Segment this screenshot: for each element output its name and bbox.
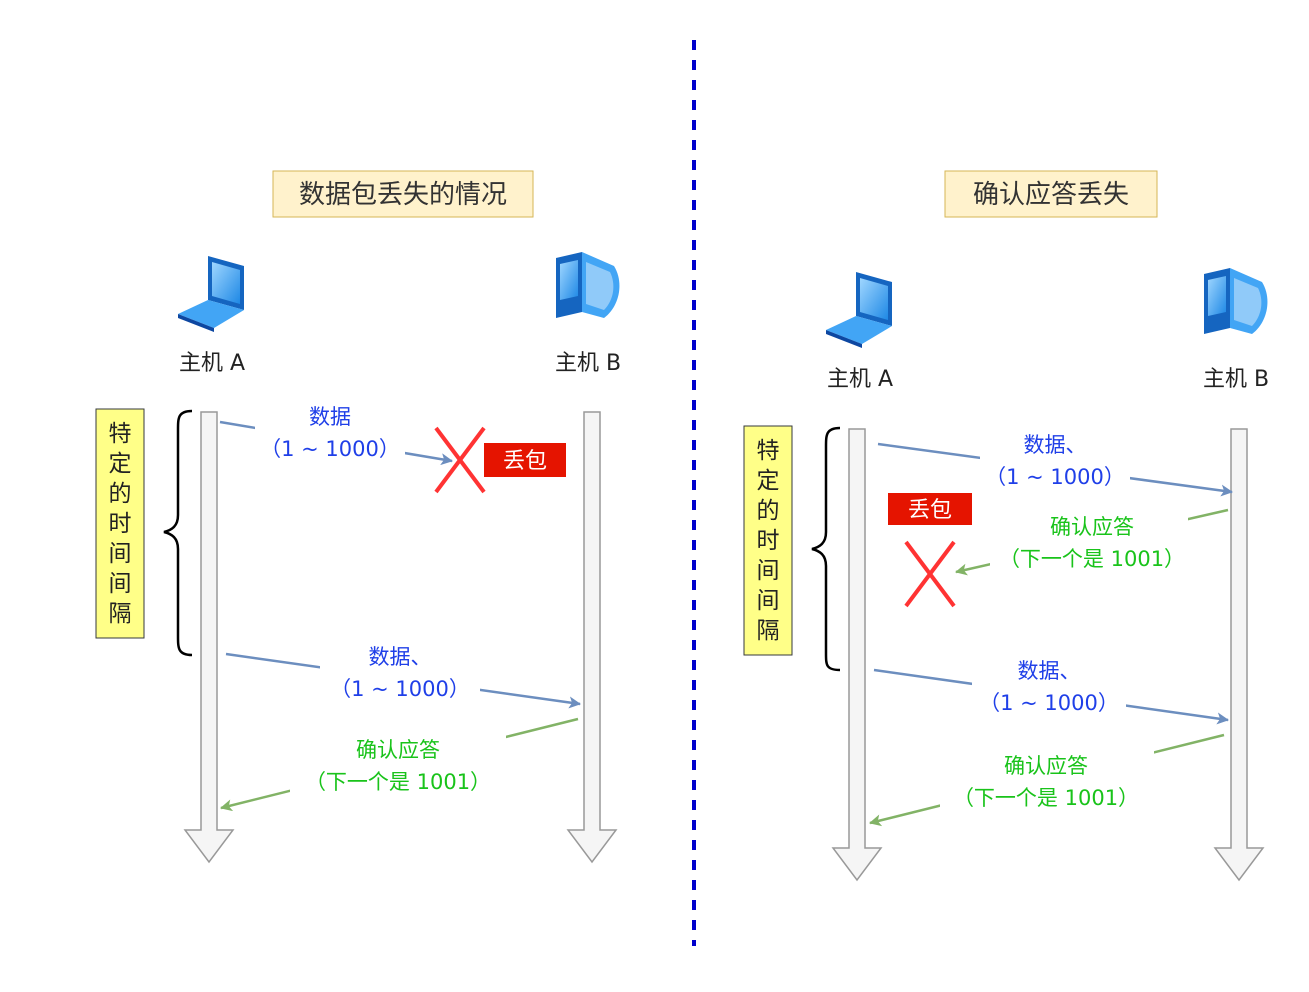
left-packet1-label: （1 ~ 1000） xyxy=(260,437,400,461)
left-host-b-label: 主机 B xyxy=(555,351,621,376)
left-packet1-label: 数据 xyxy=(309,405,351,429)
left-lost-x-icon xyxy=(434,426,486,494)
left-packet1-label-bg xyxy=(255,404,405,462)
right-interval-char: 特 xyxy=(757,438,780,464)
desktop-computer-icon xyxy=(556,252,620,318)
right-lost-x-icon xyxy=(904,540,956,608)
left-packet2-label: （1 ~ 1000） xyxy=(330,677,470,701)
left-loss-label: 丢包 xyxy=(503,449,547,474)
left-ack-label: （下一个是 1001） xyxy=(305,770,491,794)
laptop-icon xyxy=(178,256,244,332)
left-packet2-label: 数据、 xyxy=(369,645,432,669)
left-packet2-label-bg xyxy=(320,642,480,704)
right-interval-char: 时 xyxy=(757,528,780,554)
right-ack1-label: 确认应答 xyxy=(1050,515,1134,539)
right-interval-char: 的 xyxy=(757,498,780,524)
right-interval-char: 间 xyxy=(757,558,780,584)
right-ack2-label-bg xyxy=(940,751,1154,815)
left-ack-label: 确认应答 xyxy=(356,738,440,762)
left-interval-char: 间 xyxy=(109,541,132,567)
left-title: 数据包丢失的情况 xyxy=(299,180,507,210)
right-title: 确认应答丢失 xyxy=(973,180,1129,210)
right-packet2-label: 数据、 xyxy=(1018,659,1081,683)
left-host-a-label: 主机 A xyxy=(179,351,245,376)
left-interval-box xyxy=(95,408,145,639)
left-title-box xyxy=(272,170,534,218)
left-ack-label-bg xyxy=(290,735,506,799)
laptop-icon xyxy=(826,272,892,348)
left-interval-char: 间 xyxy=(109,571,132,597)
right-packet2-label-bg xyxy=(972,656,1126,718)
right-host-b-label: 主机 B xyxy=(1203,367,1269,392)
right-ack1-label: （下一个是 1001） xyxy=(999,547,1185,571)
desktop-computer-icon xyxy=(1204,268,1268,334)
right-interval-char: 定 xyxy=(757,468,780,494)
left-host-a-timeline xyxy=(183,411,235,864)
left-loss-badge xyxy=(484,443,566,477)
right-interval-brace xyxy=(811,426,841,672)
right-host-b-timeline xyxy=(1213,428,1265,882)
left-interval-brace xyxy=(163,409,193,657)
right-packet1-label: （1 ~ 1000） xyxy=(985,465,1125,489)
right-packet1-label-bg xyxy=(980,430,1130,492)
left-interval-char: 定 xyxy=(109,451,132,477)
right-panel: 确认应答丢失 主机 A 主机 B 特 定 的 时 间 间 隔 数据、 （1 ~ xyxy=(743,170,1269,882)
left-interval-char: 特 xyxy=(109,421,132,447)
right-title-box xyxy=(944,170,1158,218)
right-host-a-timeline xyxy=(831,428,883,882)
right-ack2-label: 确认应答 xyxy=(1004,754,1088,778)
right-loss-label: 丢包 xyxy=(908,498,952,523)
right-packet1-label: 数据、 xyxy=(1024,433,1087,457)
right-host-a-label: 主机 A xyxy=(827,367,893,392)
left-interval-char: 的 xyxy=(109,481,132,507)
left-interval-char: 隔 xyxy=(109,601,132,627)
right-packet2-label: （1 ~ 1000） xyxy=(979,691,1119,715)
left-panel: 数据包丢失的情况 主机 A 主机 B 特 定 的 时 间 间 隔 xyxy=(95,170,621,864)
right-ack2-label: （下一个是 1001） xyxy=(953,786,1139,810)
left-interval-char: 时 xyxy=(109,511,132,537)
left-host-b-timeline xyxy=(566,411,618,864)
right-interval-char: 隔 xyxy=(757,618,780,644)
right-ack1-label-bg xyxy=(990,512,1188,574)
right-interval-box xyxy=(743,425,793,656)
right-interval-char: 间 xyxy=(757,588,780,614)
right-loss-badge xyxy=(888,493,972,525)
